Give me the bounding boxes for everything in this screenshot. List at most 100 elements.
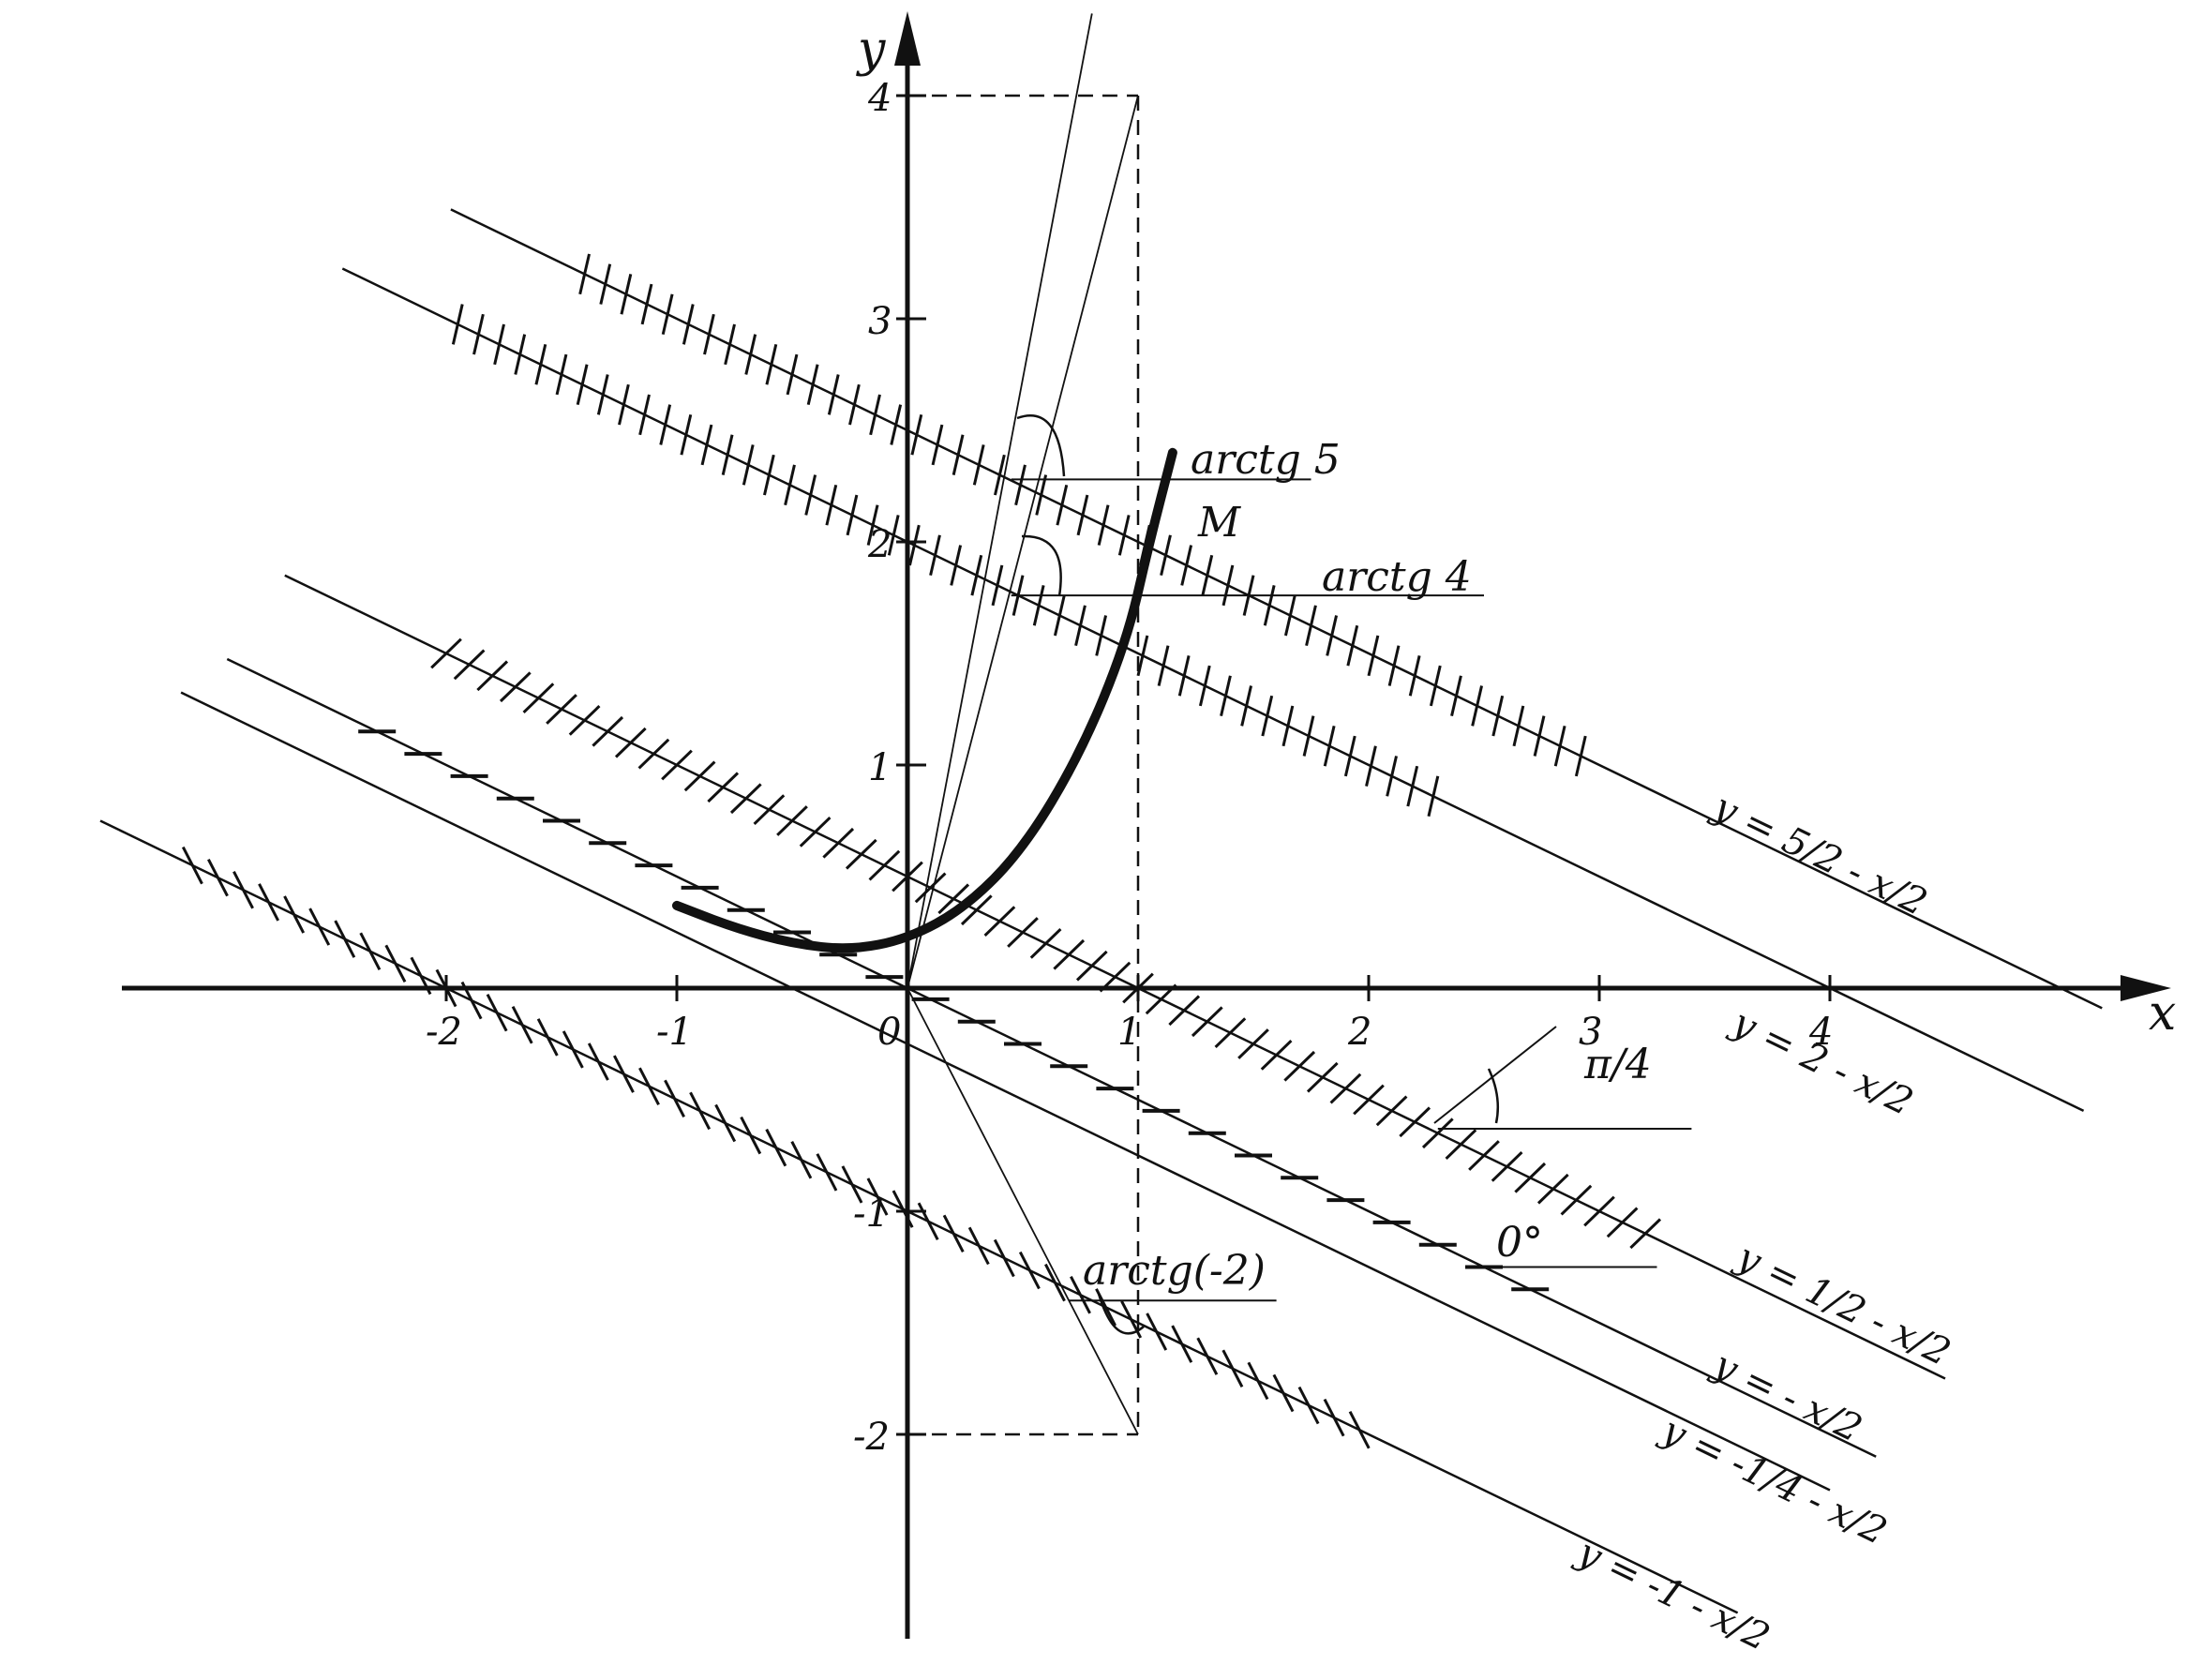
direction-tick bbox=[546, 694, 577, 725]
direction-tick bbox=[522, 682, 555, 713]
isocline-line-5 bbox=[99, 819, 1739, 1614]
annotation-arctg5: arctg 5 bbox=[1191, 436, 1341, 484]
direction-tick bbox=[1297, 1386, 1320, 1425]
direction-tick bbox=[1029, 928, 1062, 959]
integral-curve-layer bbox=[672, 447, 1177, 953]
annotation-pi4: π/4 bbox=[1583, 1041, 1652, 1088]
direction-tick bbox=[1198, 665, 1211, 707]
angle-arc bbox=[1016, 414, 1066, 477]
direction-tick bbox=[1399, 1106, 1431, 1138]
direction-tick bbox=[1201, 554, 1214, 596]
direction-tick bbox=[1160, 534, 1172, 577]
direction-tick bbox=[555, 353, 568, 396]
annotation-arctg4: arctg 4 bbox=[1322, 553, 1472, 601]
y-axis-label: y bbox=[856, 22, 886, 78]
y-tick-label: 1 bbox=[868, 746, 892, 789]
direction-tick bbox=[680, 413, 693, 456]
direction-tick bbox=[334, 920, 356, 958]
x-axis-label: x bbox=[2149, 985, 2176, 1042]
direction-tick bbox=[1365, 745, 1377, 787]
direction-tick bbox=[1032, 585, 1045, 626]
direction-tick bbox=[1157, 645, 1170, 686]
y-tick-label: -2 bbox=[853, 1416, 890, 1459]
direction-tick bbox=[1053, 938, 1086, 970]
direction-tick bbox=[822, 827, 855, 859]
direction-tick bbox=[804, 474, 817, 516]
direction-tick bbox=[1146, 1312, 1168, 1351]
direction-tick bbox=[950, 545, 963, 586]
direction-tick bbox=[845, 838, 877, 870]
direction-tick bbox=[592, 715, 624, 747]
direction-tick bbox=[1214, 1017, 1247, 1048]
direction-tick bbox=[1323, 725, 1336, 767]
direction-tick bbox=[917, 1202, 939, 1240]
direction-tick bbox=[724, 323, 736, 366]
x-tick-label: 2 bbox=[1347, 1011, 1371, 1054]
direction-tick bbox=[1553, 725, 1566, 767]
x-tick-label: 0 bbox=[877, 1011, 901, 1054]
direction-tick bbox=[1471, 685, 1484, 727]
direction-tick bbox=[1427, 775, 1440, 818]
direction-tick bbox=[1445, 1129, 1477, 1160]
direction-tick bbox=[1053, 594, 1066, 637]
direction-tick bbox=[308, 908, 331, 946]
direction-tick bbox=[991, 564, 1004, 607]
direction-tick bbox=[784, 464, 796, 506]
direction-tick bbox=[1035, 474, 1048, 516]
direction-tick bbox=[614, 727, 647, 758]
direction-tick bbox=[970, 554, 983, 596]
direction-tick bbox=[763, 454, 775, 496]
direction-tick bbox=[430, 638, 462, 669]
direction-tick bbox=[661, 749, 693, 781]
direction-tick bbox=[1283, 1050, 1316, 1082]
integral-curve bbox=[672, 447, 1177, 953]
direction-tick bbox=[638, 1067, 660, 1105]
isocline-line-1 bbox=[341, 267, 2085, 1113]
direction-tick bbox=[1408, 655, 1421, 697]
direction-tick bbox=[1260, 1040, 1293, 1071]
direction-tick bbox=[707, 772, 740, 803]
direction-tick bbox=[1348, 1411, 1371, 1449]
direction-tick bbox=[1560, 1184, 1593, 1216]
y-tick-label: 2 bbox=[867, 523, 892, 566]
direction-tick bbox=[181, 846, 203, 885]
y-axis-arrow bbox=[894, 11, 921, 66]
direction-tick bbox=[1606, 1207, 1639, 1238]
direction-tick bbox=[1240, 685, 1253, 727]
direction-tick bbox=[576, 364, 589, 405]
annotation-zero-degrees: 0° bbox=[1496, 1219, 1543, 1267]
direction-tick bbox=[1237, 1028, 1269, 1059]
angle-arc bbox=[1097, 1293, 1145, 1335]
direction-tick bbox=[1097, 504, 1110, 546]
x-tick-label: -1 bbox=[656, 1011, 693, 1054]
direction-tick bbox=[536, 1018, 559, 1057]
direction-tick bbox=[232, 871, 254, 909]
direction-tick bbox=[929, 534, 941, 577]
direction-tick bbox=[1491, 1151, 1523, 1182]
direction-tick bbox=[578, 253, 591, 295]
direction-tick bbox=[952, 434, 965, 475]
direction-tick bbox=[612, 1055, 635, 1093]
direction-tick bbox=[960, 894, 993, 926]
direction-tick bbox=[700, 424, 713, 466]
direction-tick bbox=[1491, 695, 1505, 737]
direction-tick bbox=[1221, 1349, 1244, 1388]
direction-tick bbox=[1323, 1398, 1345, 1437]
direction-tick bbox=[1302, 715, 1315, 757]
isocline-line-3 bbox=[226, 657, 1877, 1458]
direction-tick bbox=[825, 484, 838, 526]
direction-tick bbox=[1074, 605, 1087, 647]
direction-tick bbox=[1306, 1061, 1339, 1093]
direction-tick bbox=[511, 1006, 533, 1044]
direction-tick bbox=[753, 794, 786, 825]
direction-tick bbox=[1056, 484, 1069, 526]
direction-tick bbox=[1533, 715, 1546, 757]
direction-tick bbox=[846, 494, 859, 536]
slope-ray bbox=[907, 13, 1093, 989]
direction-tick bbox=[451, 304, 464, 345]
direction-tick bbox=[1180, 545, 1193, 586]
direction-tick bbox=[937, 883, 970, 915]
direction-tick bbox=[637, 738, 670, 770]
direction-tick bbox=[866, 1178, 889, 1216]
